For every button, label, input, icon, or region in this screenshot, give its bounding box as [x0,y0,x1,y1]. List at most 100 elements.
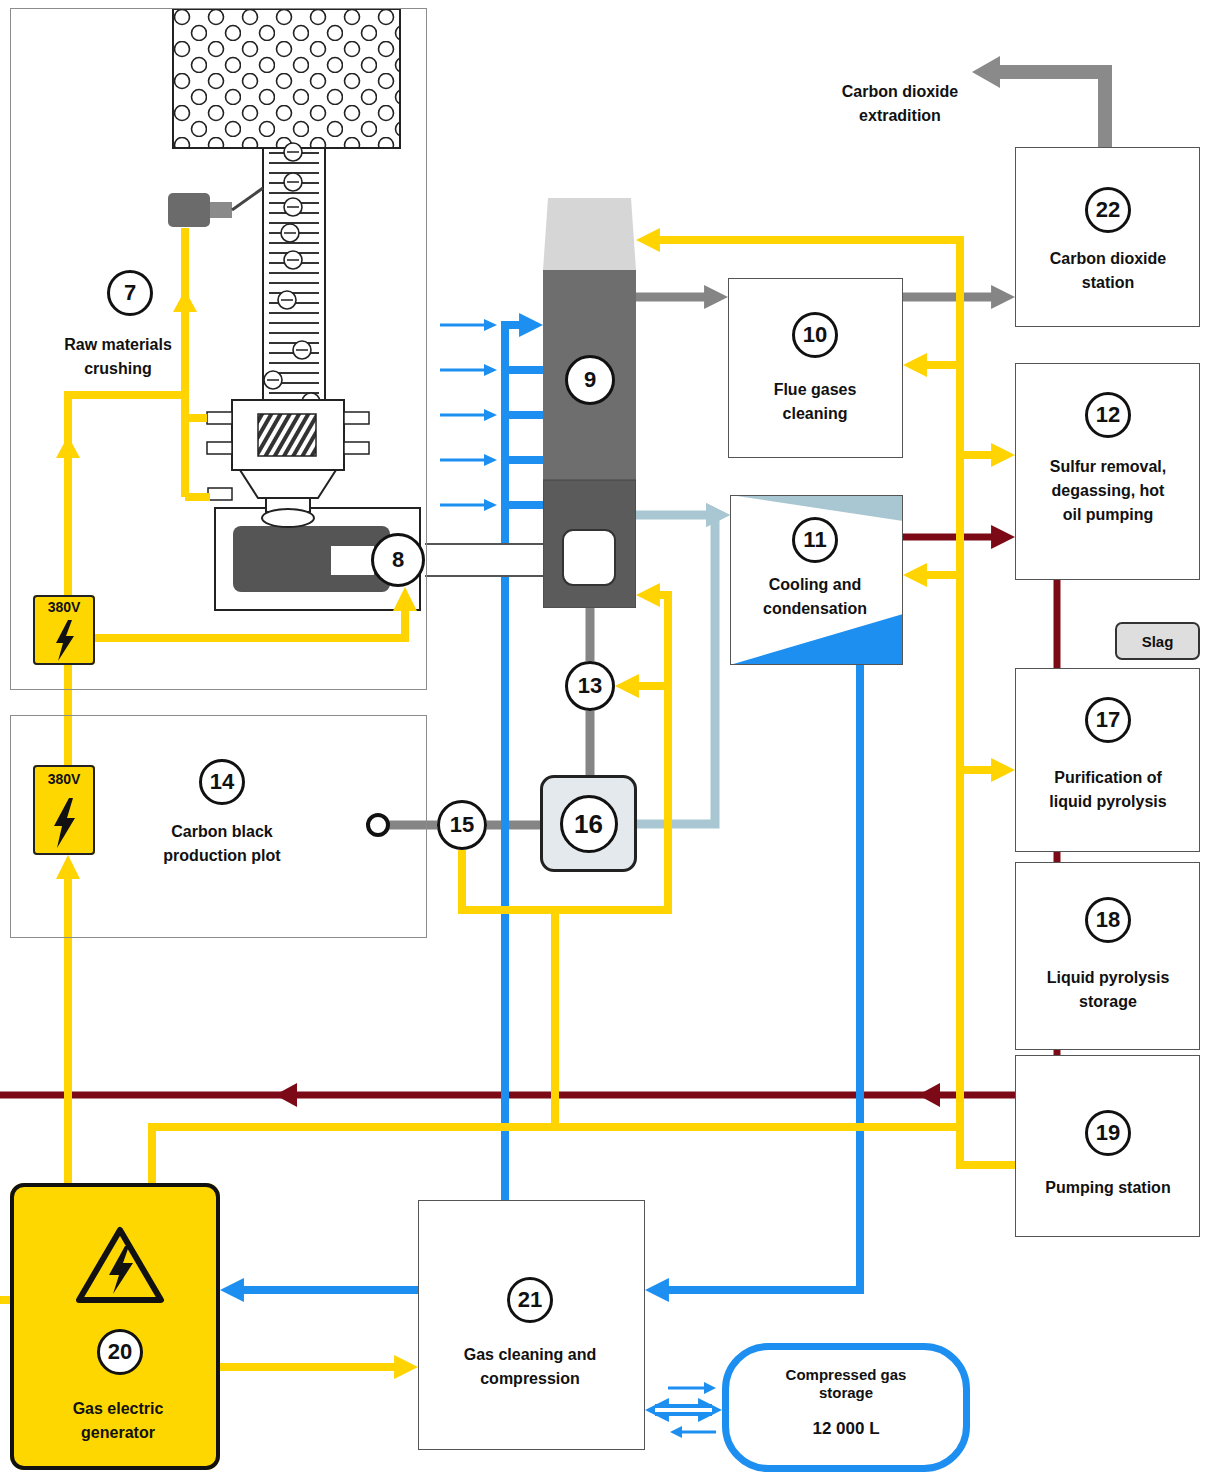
lightning-symbol [56,620,74,661]
text-slot: 8 [374,536,422,584]
flue-gas-line [636,293,718,302]
text-slot: 13 [568,664,612,708]
box-label: Sulfur removal, degassing, hot oil pumpi… [1046,455,1171,527]
reactor-body [543,270,636,480]
air-inlet-line [440,459,486,462]
voltage-box-fill [33,765,95,855]
process-box: 11Cooling and condensation [730,495,903,665]
storage-out-head [670,1426,682,1438]
callout-number: 11 [792,517,838,563]
box-label: Carbon black production plot [162,820,282,868]
callout-circle: 13 [565,661,615,711]
air-inlet-line [440,504,486,507]
text-slot: 14 [199,759,245,805]
box-label: Carbon dioxide station [1033,247,1183,295]
power-arrowhead [173,290,197,312]
text-slot: Gas electric generator [38,1397,198,1445]
callout-number: 18 [1085,897,1131,943]
air-inlet-head [484,364,497,376]
storage-flow-arrows [668,1382,716,1438]
crusher-tab [344,442,369,454]
process-panel: 380V87Raw materials crushing [10,8,427,690]
text-slot: Slag [1117,624,1198,658]
callout-number: 20 [97,1329,143,1375]
pipe-core [655,1408,712,1412]
storage-in-head [704,1382,716,1394]
text-slot: 15 [440,803,484,847]
air-inlet-line [440,369,486,372]
process-box: 19Pumping station [1015,1055,1200,1237]
box-label: Gas electric generator [38,1397,198,1445]
box-label: Flue gases cleaning [755,378,875,426]
lightning-symbol [54,798,75,848]
callout-number: 22 [1085,187,1131,233]
text-slot: 12 [1085,392,1131,438]
process-panel: 380V 14Carbon black production plot [10,715,427,938]
text-slot: 19 [1085,1110,1131,1156]
process-box: 21Gas cleaning and compression [418,1200,645,1450]
carbon-outlet-line [388,821,427,830]
reactor-feed-port [563,530,615,585]
text-slot: 7 [107,270,153,316]
crusher-funnel [240,470,336,498]
text-slot: Carbon dioxide extradition [830,80,970,128]
power-line [152,770,1005,1183]
air-inlet-line [440,414,486,417]
power-line [152,595,668,1183]
text-slot: Sulfur removal, degassing, hot oil pumpi… [1046,455,1171,527]
lightning-symbol [109,1246,133,1294]
text-slot: 21 [507,1277,553,1323]
oil-line [1054,580,1061,668]
text-slot: 380V [35,770,93,788]
text-slot: Liquid pyrolysis storage [1033,966,1183,1014]
power-stub [0,1296,10,1304]
process-box: 16 [540,775,637,872]
carbon-outlet-ring [368,815,388,835]
generator-fill [10,1183,220,1470]
text-slot: 20 [97,1329,143,1375]
flue-gas-line [427,821,437,830]
vapor-line [636,511,720,520]
callout-number: 21 [507,1277,553,1323]
box-label: Pumping station [1033,1176,1183,1200]
callout-circle: 8 [371,533,425,587]
feed-pipe [330,545,375,576]
text-slot: 18 [1085,897,1131,943]
storage-in-line [668,1387,706,1390]
power-arrowhead [56,436,80,458]
air-inlet-head [484,409,497,421]
reactor-cap [543,198,636,270]
gas-branch [505,370,543,505]
box-label: Cooling and condensation [750,573,880,621]
text-slot: 10 [792,312,838,358]
callout-number: 14 [199,759,245,805]
power-line [95,597,405,638]
crusher-plug [208,488,232,500]
roller-mark [267,152,317,402]
callout-number: 13 [578,675,602,697]
box-label: Gas cleaning and compression [455,1343,605,1391]
power-line [64,865,72,1183]
storage-out-line [680,1431,716,1434]
hopper [173,9,400,148]
box-label: 380V [35,598,93,616]
motor [168,193,210,227]
conveyor-belt [263,148,325,400]
process-box: 17Purification of liquid pyrolysis [1015,668,1200,852]
power-wire [68,228,210,595]
co2-outlet-arrowhead [972,56,1000,88]
process-box: 10Flue gases cleaning [728,278,903,458]
text-slot: Carbon black production plot [162,820,282,868]
flue-gas-line [903,293,1005,302]
text-slot: 9 [565,355,615,405]
generator-box: 20Gas electric generator [10,1183,220,1470]
output-tag: Slag [1115,622,1200,660]
callout-number: 16 [560,795,618,853]
vapor-line [637,515,720,824]
reactor-lower-section [543,480,636,608]
box-label: Compressed gas storage [771,1366,921,1402]
callout-number: 7 [107,270,153,316]
air-inlet-head [484,319,497,331]
